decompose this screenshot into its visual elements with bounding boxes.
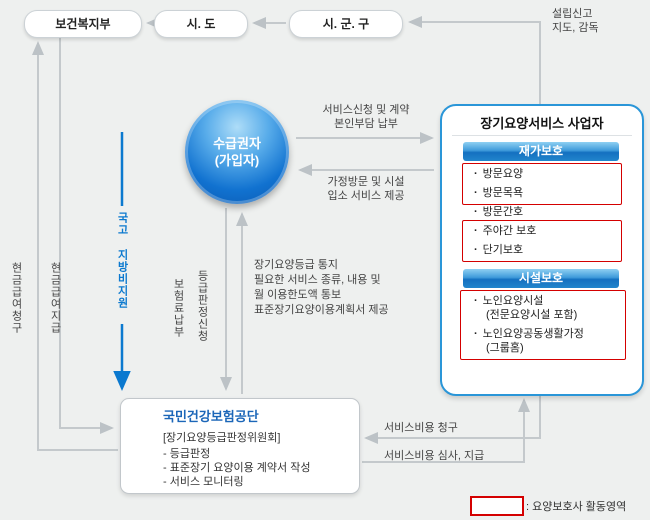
facility-care-header: 시설보호: [463, 269, 619, 288]
establish-report-label: 설립신고 지도, 감독: [552, 7, 599, 35]
provider-divider: [452, 135, 632, 136]
cash-pay-label: 현금급여지급: [49, 262, 61, 334]
care-worker-area-box-1: [462, 163, 622, 205]
home-care-item: ·방문요양: [474, 168, 524, 180]
gov-support-label: 국고 지방비지원: [116, 212, 128, 309]
provider-title: 장기요양서비스 사업자: [480, 116, 604, 131]
beneficiary-subtitle: (가입자): [214, 153, 260, 168]
cost-claim-label: 서비스비용 청구: [384, 422, 458, 434]
facility-care-item-sub: (전문요양시설 포함): [486, 309, 578, 321]
bullet-icon: ·: [474, 225, 478, 237]
legend-red-swatch: [470, 496, 524, 516]
pill-mohw: 보건복지부: [24, 10, 142, 38]
home-care-item: ·방문간호: [474, 206, 524, 218]
service-apply-label: 서비스신청 및 계약 본인부담 납부: [322, 104, 410, 130]
nhis-item: - 등급판정: [163, 448, 211, 460]
nhis-box: 국민건강보험공단 [장기요양등급판정위원회] - 등급판정 - 표준장기 요양이…: [120, 398, 360, 494]
home-care-item: ·주야간 보호: [474, 225, 537, 237]
bullet-icon: ·: [474, 206, 478, 218]
pill-sigungu-label: 시. 군. 구: [322, 17, 370, 31]
pill-sido-label: 시. 도: [186, 17, 216, 31]
arrow-cash-claim: [32, 41, 118, 451]
provider-box: 장기요양서비스 사업자 재가보호 ·방문요양 ·방문목욕 ·방문간호 ·주야간 …: [440, 104, 644, 396]
pill-sido: 시. 도: [154, 10, 248, 38]
arrow-cost-pay: [362, 398, 530, 463]
facility-care-item-sub: (그룹홈): [486, 342, 524, 354]
establish-report-line1: 설립신고: [552, 8, 593, 20]
pill-mohw-label: 보건복지부: [55, 17, 111, 31]
cash-claim-label: 현금급여청구: [10, 262, 22, 334]
home-care-header: 재가보호: [463, 142, 619, 161]
care-worker-area-box-2: [462, 220, 622, 262]
facility-care-item: ·노인요양시설: [474, 295, 544, 307]
nhis-committee: [장기요양등급판정위원회]: [163, 432, 281, 444]
beneficiary-title: 수급권자: [213, 136, 261, 151]
arrow-cash-pay: [59, 36, 114, 434]
bullet-icon: ·: [474, 295, 478, 307]
bullet-icon: ·: [474, 244, 478, 256]
home-care-item: ·단기보호: [474, 244, 524, 256]
facility-care-item: ·노인요양공동생활가정: [474, 328, 584, 340]
home-care-item: ·방문목욕: [474, 187, 524, 199]
nhis-item: - 서비스 모니터링: [163, 476, 244, 488]
nhis-title: 국민건강보험공단: [163, 409, 259, 424]
care-worker-area-box-3: [460, 290, 626, 360]
pill-sigungu: 시. 군. 구: [289, 10, 403, 38]
bullet-icon: ·: [474, 328, 478, 340]
bullet-icon: ·: [474, 187, 478, 199]
grade-notice-label: 장기요양등급 통지 필요한 서비스 종류, 내용 및 월 이용한도액 통보 표준…: [254, 259, 389, 316]
arrow-cost-claim: [364, 392, 541, 444]
arrow-establish-report: [408, 16, 541, 104]
premium-pay-label: 보험료납부: [172, 278, 184, 338]
bullet-icon: ·: [474, 168, 478, 180]
service-provide-label: 가정방문 및 시설 입소 서비스 제공: [327, 176, 405, 202]
legend-label: : 요양보호사 활동영역: [526, 501, 627, 513]
grade-apply-label: 등급판정신청: [196, 270, 208, 342]
cost-pay-label: 서비스비용 심사, 지급: [384, 450, 485, 462]
establish-report-line2: 지도, 감독: [552, 22, 599, 34]
nhis-item: - 표준장기 요양이용 계약서 작성: [163, 462, 311, 474]
beneficiary-circle: 수급권자 (가입자): [185, 100, 289, 204]
